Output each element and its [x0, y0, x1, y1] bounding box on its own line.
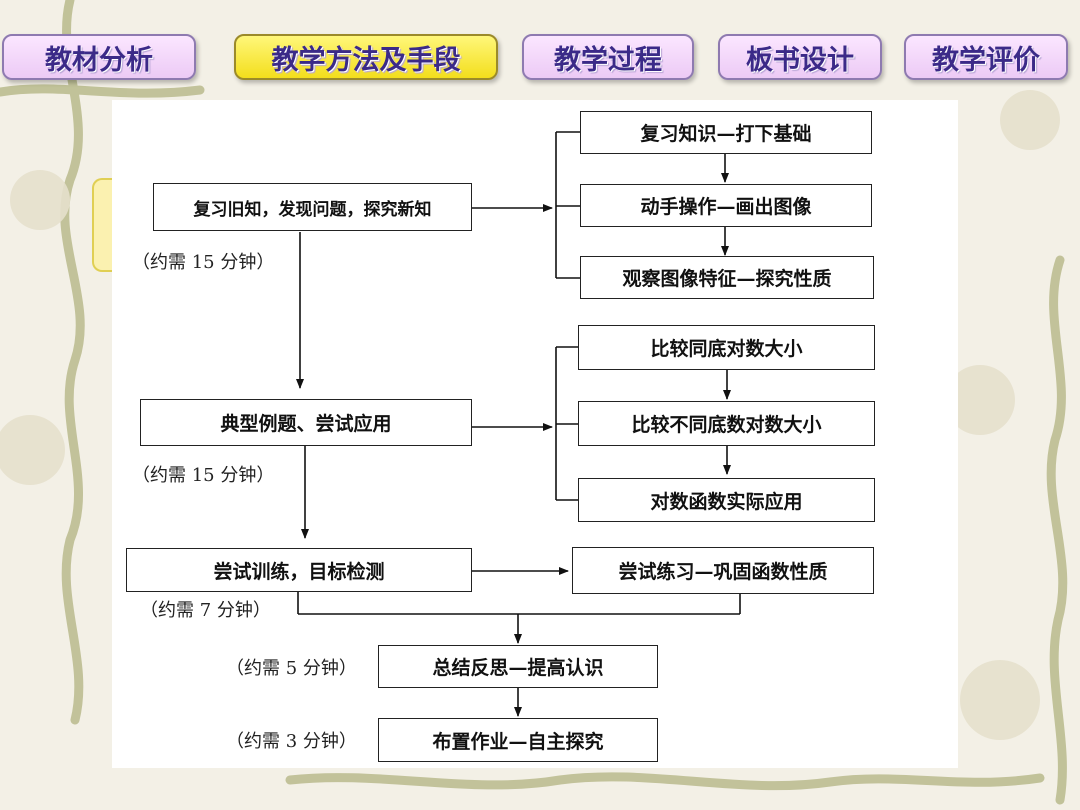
step5-time-note: （约需 3 分钟） [226, 731, 357, 752]
step2-sub-3: 对数函数实际应用 [578, 478, 875, 522]
tab-teaching-material-analysis[interactable]: 教材分析 [2, 34, 196, 80]
tab-teaching-evaluation[interactable]: 教学评价 [904, 34, 1068, 80]
step1-sub-1: 复习知识—打下基础 [580, 111, 872, 154]
tab-blackboard-design[interactable]: 板书设计 [718, 34, 882, 80]
step1-sub-2: 动手操作—画出图像 [580, 184, 872, 227]
tab-teaching-process[interactable]: 教学过程 [522, 34, 694, 80]
step1-time-note: （约需 15 分钟） [132, 252, 275, 273]
step3-sub: 尝试练习—巩固函数性质 [572, 547, 874, 594]
step4-time-note: （约需 5 分钟） [226, 658, 357, 679]
step3-training-box: 尝试训练，目标检测 [126, 548, 472, 592]
step1-review-box: 复习旧知，发现问题，探究新知 [153, 183, 472, 231]
step3-time-note: （约需 7 分钟） [140, 600, 271, 621]
step2-time-note: （约需 15 分钟） [132, 465, 275, 486]
tab-teaching-methods[interactable]: 教学方法及手段 [234, 34, 498, 80]
step2-examples-box: 典型例题、尝试应用 [140, 399, 472, 446]
step1-sub-3: 观察图像特征—探究性质 [580, 256, 874, 299]
step2-sub-1: 比较同底对数大小 [578, 325, 875, 370]
step4-summary-box: 总结反思—提高认识 [378, 645, 658, 688]
step5-homework-box: 布置作业—自主探究 [378, 718, 658, 762]
step2-sub-2: 比较不同底数对数大小 [578, 401, 875, 446]
